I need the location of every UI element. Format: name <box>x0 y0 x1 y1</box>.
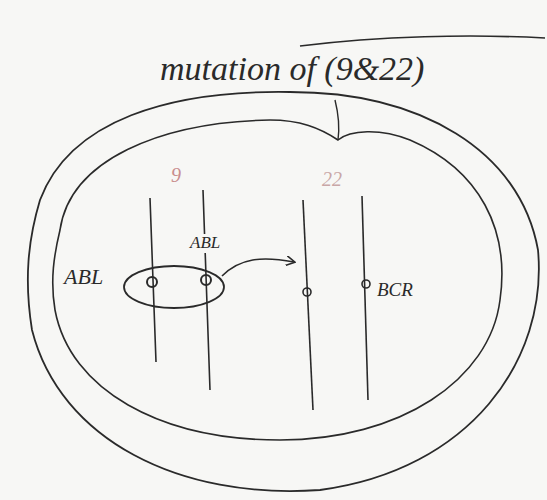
gene-label: BCR <box>377 280 413 301</box>
chromosome-number: 9 <box>171 164 181 186</box>
chromosome-line <box>150 198 156 362</box>
chromosome-line <box>203 190 210 390</box>
gene-label: ABL <box>64 265 103 289</box>
cell-membrane <box>28 92 539 491</box>
centromere <box>303 288 311 296</box>
gene-label: ABL <box>188 234 222 253</box>
gene-circle <box>124 266 224 308</box>
chromosome-line <box>303 200 313 410</box>
title: mutation of (9&22) <box>160 50 424 87</box>
ink-stroke <box>335 100 339 140</box>
centromere <box>147 277 157 287</box>
chromosome-number: 22 <box>322 168 342 190</box>
nucleus-membrane <box>53 120 502 440</box>
translocation-arrow <box>222 259 294 276</box>
centromere <box>201 275 211 285</box>
chromosome-line <box>362 196 368 400</box>
centromere <box>362 280 370 288</box>
strike-line <box>300 36 545 46</box>
